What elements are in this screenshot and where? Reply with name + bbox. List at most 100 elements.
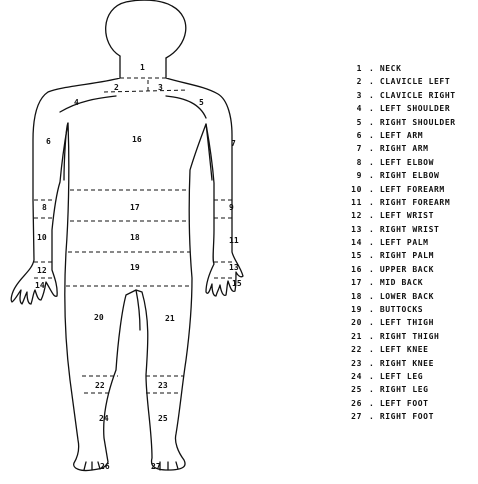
body-outline <box>11 56 243 471</box>
region-label: 2 <box>114 83 119 92</box>
legend-label: NECK <box>380 64 402 73</box>
region-label: 8 <box>42 203 47 212</box>
legend-item: 20. LEFT THIGH <box>338 316 456 329</box>
legend-label: RIGHT ARM <box>380 144 429 153</box>
region-label: 26 <box>100 462 110 471</box>
legend-label: LEFT KNEE <box>380 345 429 354</box>
legend-label: LEFT SHOULDER <box>380 104 450 113</box>
region-label: 21 <box>165 314 175 323</box>
region-label: 13 <box>229 263 239 272</box>
legend-item: 12. LEFT WRIST <box>338 209 456 222</box>
legend-item: 19. BUTTOCKS <box>338 303 456 316</box>
left-shoulder-line <box>60 96 116 112</box>
head-outline <box>106 0 186 58</box>
legend-number: 8 <box>338 156 362 169</box>
legend-label: RIGHT SHOULDER <box>380 118 456 127</box>
legend-number: 2 <box>338 75 362 88</box>
legend-label: BUTTOCKS <box>380 305 423 314</box>
legend-label: RIGHT FOOT <box>380 412 434 421</box>
legend-label: LEFT FOOT <box>380 399 429 408</box>
legend-number: 1 <box>338 62 362 75</box>
legend-number: 4 <box>338 102 362 115</box>
region-legend: 1. NECK 2. CLAVICLE LEFT 3. CLAVICLE RIG… <box>338 62 456 424</box>
legend-item: 10. LEFT FOREARM <box>338 183 456 196</box>
legend-label: CLAVICLE LEFT <box>380 77 450 86</box>
legend-number: 10 <box>338 183 362 196</box>
legend-item: 11. RIGHT FOREARM <box>338 196 456 209</box>
region-label: 9 <box>229 203 234 212</box>
legend-item: 4. LEFT SHOULDER <box>338 102 456 115</box>
legend-number: 16 <box>338 263 362 276</box>
legend-item: 2. CLAVICLE LEFT <box>338 75 456 88</box>
legend-number: 3 <box>338 89 362 102</box>
legend-label: UPPER BACK <box>380 265 434 274</box>
region-label: 17 <box>130 203 140 212</box>
region-label: 1 <box>140 63 145 72</box>
legend-number: 12 <box>338 209 362 222</box>
legend-number: 9 <box>338 169 362 182</box>
legend-number: 7 <box>338 142 362 155</box>
legend-label: LEFT LEG <box>380 372 423 381</box>
legend-label: RIGHT PALM <box>380 251 434 260</box>
region-label: 15 <box>232 279 242 288</box>
legend-number: 15 <box>338 249 362 262</box>
legend-item: 7. RIGHT ARM <box>338 142 456 155</box>
legend-item: 15. RIGHT PALM <box>338 249 456 262</box>
legend-label: RIGHT FOREARM <box>380 198 450 207</box>
legend-label: RIGHT WRIST <box>380 225 440 234</box>
legend-number: 27 <box>338 410 362 423</box>
legend-number: 23 <box>338 357 362 370</box>
legend-item: 8. LEFT ELBOW <box>338 156 456 169</box>
legend-label: CLAVICLE RIGHT <box>380 91 456 100</box>
legend-number: 14 <box>338 236 362 249</box>
legend-item: 3. CLAVICLE RIGHT <box>338 89 456 102</box>
legend-label: LOWER BACK <box>380 292 434 301</box>
legend-item: 18. LOWER BACK <box>338 290 456 303</box>
legend-item: 21. RIGHT THIGH <box>338 330 456 343</box>
legend-number: 26 <box>338 397 362 410</box>
region-label: 18 <box>130 233 140 242</box>
region-label: 14 <box>35 281 45 290</box>
region-label: 4 <box>74 98 79 107</box>
legend-number: 21 <box>338 330 362 343</box>
legend-item: 24. LEFT LEG <box>338 370 456 383</box>
legend-label: RIGHT THIGH <box>380 332 440 341</box>
legend-number: 20 <box>338 316 362 329</box>
region-label: 24 <box>99 414 109 423</box>
legend-label: LEFT PALM <box>380 238 429 247</box>
legend-number: 19 <box>338 303 362 316</box>
legend-item: 26. LEFT FOOT <box>338 397 456 410</box>
legend-label: RIGHT ELBOW <box>380 171 440 180</box>
region-label: 23 <box>158 381 168 390</box>
legend-label: LEFT WRIST <box>380 211 434 220</box>
legend-number: 6 <box>338 129 362 142</box>
region-label: 27 <box>151 462 161 471</box>
region-label: 12 <box>37 266 47 275</box>
legend-label: LEFT FOREARM <box>380 185 445 194</box>
region-label: 25 <box>158 414 168 423</box>
legend-item: 25. RIGHT LEG <box>338 383 456 396</box>
region-label: 11 <box>229 236 239 245</box>
legend-item: 5. RIGHT SHOULDER <box>338 116 456 129</box>
legend-item: 6. LEFT ARM <box>338 129 456 142</box>
legend-label: LEFT ARM <box>380 131 423 140</box>
region-label: 20 <box>94 313 104 322</box>
legend-item: 14. LEFT PALM <box>338 236 456 249</box>
legend-item: 27. RIGHT FOOT <box>338 410 456 423</box>
legend-label: RIGHT KNEE <box>380 359 434 368</box>
legend-label: RIGHT LEG <box>380 385 429 394</box>
legend-item: 13. RIGHT WRIST <box>338 223 456 236</box>
region-label: 6 <box>46 137 51 146</box>
legend-item: 1. NECK <box>338 62 456 75</box>
region-label: 16 <box>132 135 142 144</box>
region-label: 3 <box>158 83 163 92</box>
legend-number: 17 <box>338 276 362 289</box>
region-label: 19 <box>130 263 140 272</box>
region-label: 5 <box>199 98 204 107</box>
legend-item: 23. RIGHT KNEE <box>338 357 456 370</box>
legend-number: 22 <box>338 343 362 356</box>
legend-label: LEFT ELBOW <box>380 158 434 167</box>
legend-number: 18 <box>338 290 362 303</box>
region-label: 22 <box>95 381 105 390</box>
legend-label: MID BACK <box>380 278 423 287</box>
